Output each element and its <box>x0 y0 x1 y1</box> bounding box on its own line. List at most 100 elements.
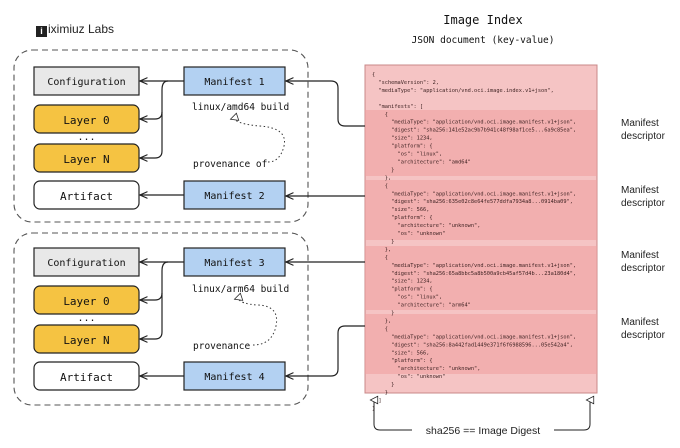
json-line: "architecture": "unknown", <box>372 223 480 229</box>
manifest-box-1 <box>183 66 286 96</box>
json-line: { <box>372 72 375 78</box>
json-line: "digest": "sha256:635e02c8e64fe577ddfa79… <box>372 199 573 205</box>
layer-box-2-first <box>33 285 140 315</box>
json-document-text: { "schemaVersion": 2, "mediaType": "appl… <box>372 72 576 412</box>
layer-ellipsis-2: ... <box>77 313 95 324</box>
json-line: } <box>372 382 394 388</box>
build-label-2: linux/arm64 build <box>192 284 289 295</box>
json-line: "size": 566, <box>372 350 429 356</box>
json-line: "schemaVersion": 2, <box>372 80 439 86</box>
descriptor-row-1 <box>365 110 597 176</box>
json-line: "digest": "sha256:141e52ac9b7b941c48f98a… <box>372 128 576 134</box>
json-line: { <box>372 326 388 332</box>
json-line: "architecture": "amd64" <box>372 159 471 165</box>
json-line: "platform": { <box>372 144 433 150</box>
artifact-box-1 <box>33 180 140 210</box>
digest-label: sha256 == Image Digest <box>426 425 540 437</box>
json-line: "platform": { <box>372 215 433 221</box>
json-line: } <box>372 390 388 396</box>
json-line: "digest": "sha256:8a442fad1449e371f6f698… <box>372 342 573 348</box>
index-subtitle: JSON document (key-value) <box>412 35 555 46</box>
configuration-box-2 <box>33 247 140 277</box>
descriptor-label-4-line1: Manifest <box>621 317 659 328</box>
manifest-label-4: Manifest 4 <box>204 372 264 383</box>
json-line: "mediaType": "application/vnd.oci.image.… <box>372 120 576 126</box>
json-line: "platform": { <box>372 287 433 293</box>
json-line: "manifests": [ <box>372 104 423 110</box>
layer-label-2-last: Layer N <box>63 334 109 347</box>
descriptor-label-1: Manifest descriptor <box>621 118 666 142</box>
arrow-manifest3-to-layer0 <box>140 261 169 300</box>
provenance-arrow-1 <box>234 118 285 163</box>
json-line: { <box>372 255 388 261</box>
layer-label-1-first: Layer 0 <box>63 114 109 127</box>
brand-logo-mark: i <box>36 26 47 37</box>
provenance-label-1: provenance of <box>193 159 267 170</box>
descriptor-label-2-line2: descriptor <box>621 198 666 209</box>
json-line: "os": "unknown" <box>372 374 445 380</box>
json-line: "size": 1234, <box>372 279 433 285</box>
group-arm64-container <box>13 232 309 406</box>
json-line: { <box>372 183 388 189</box>
build-label-1: linux/amd64 build <box>192 102 289 113</box>
index-title: Image Index <box>443 13 522 27</box>
json-line: "architecture": "arm64" <box>372 303 471 309</box>
json-line: }, <box>372 318 391 324</box>
descriptor-label-1-line2: descriptor <box>621 131 666 142</box>
json-line: } <box>372 239 394 245</box>
manifest-box-2 <box>183 180 286 210</box>
descriptor-row-2 <box>365 180 597 240</box>
json-line: }, <box>372 175 391 181</box>
json-line: "os": "linux", <box>372 295 442 301</box>
descriptor-row-3 <box>365 246 597 310</box>
descriptor-label-3-line1: Manifest <box>621 250 659 261</box>
json-line: } <box>372 167 394 173</box>
descriptor-label-4-line2: descriptor <box>621 330 666 341</box>
arrow-descriptor4-to-manifest4 <box>286 325 365 376</box>
artifact-box-2 <box>33 361 140 391</box>
json-line: "mediaType": "application/vnd.oci.image.… <box>372 191 576 197</box>
json-line: "size": 566, <box>372 207 429 213</box>
manifest-label-3: Manifest 3 <box>204 258 264 269</box>
manifest-box-4 <box>183 361 286 391</box>
descriptor-label-3-line2: descriptor <box>621 263 666 274</box>
digest-bracket <box>373 412 591 431</box>
json-line: } <box>372 311 394 317</box>
json-line: "platform": { <box>372 358 433 364</box>
layer-box-1-first <box>33 104 140 134</box>
json-line: "architecture": "unknown", <box>372 366 480 372</box>
json-line: "mediaType": "application/vnd.oci.image.… <box>372 88 554 94</box>
layer-label-1-last: Layer N <box>63 153 109 166</box>
descriptor-row-4 <box>365 314 597 374</box>
arrow-manifest3-to-layerN <box>140 293 163 339</box>
configuration-label-1: Configuration <box>47 77 125 88</box>
brand-name: iximiuz Labs <box>48 22 115 36</box>
artifact-label-2: Artifact <box>60 371 113 384</box>
json-line: }, <box>372 247 391 253</box>
descriptor-label-3: Manifest descriptor <box>621 250 666 274</box>
arrow-manifest1-to-layerN <box>140 112 163 158</box>
layer-label-2-first: Layer 0 <box>63 295 109 308</box>
json-line: ] <box>372 398 382 404</box>
descriptor-label-4: Manifest descriptor <box>621 317 666 341</box>
provenance-arrow-2 <box>238 298 278 346</box>
artifact-label-1: Artifact <box>60 190 113 203</box>
provenance-label-2: provenance <box>193 341 250 352</box>
layer-box-1-last <box>33 143 140 173</box>
manifest-label-2: Manifest 2 <box>204 191 264 202</box>
json-line: "mediaType": "application/vnd.oci.image.… <box>372 263 576 269</box>
json-line: { <box>372 112 388 118</box>
json-line: "os": "unknown" <box>372 231 445 237</box>
manifest-box-3 <box>183 247 286 277</box>
layer-ellipsis-1: ... <box>77 132 95 143</box>
manifest-label-1: Manifest 1 <box>204 77 264 88</box>
json-line: "size": 1234, <box>372 136 433 142</box>
arrow-manifest1-to-layer0 <box>140 80 169 119</box>
json-line: "os": "linux", <box>372 152 442 158</box>
configuration-label-2: Configuration <box>47 258 125 269</box>
descriptor-label-2: Manifest descriptor <box>621 185 666 209</box>
descriptor-label-1-line1: Manifest <box>621 118 659 129</box>
configuration-box-1 <box>33 66 140 96</box>
